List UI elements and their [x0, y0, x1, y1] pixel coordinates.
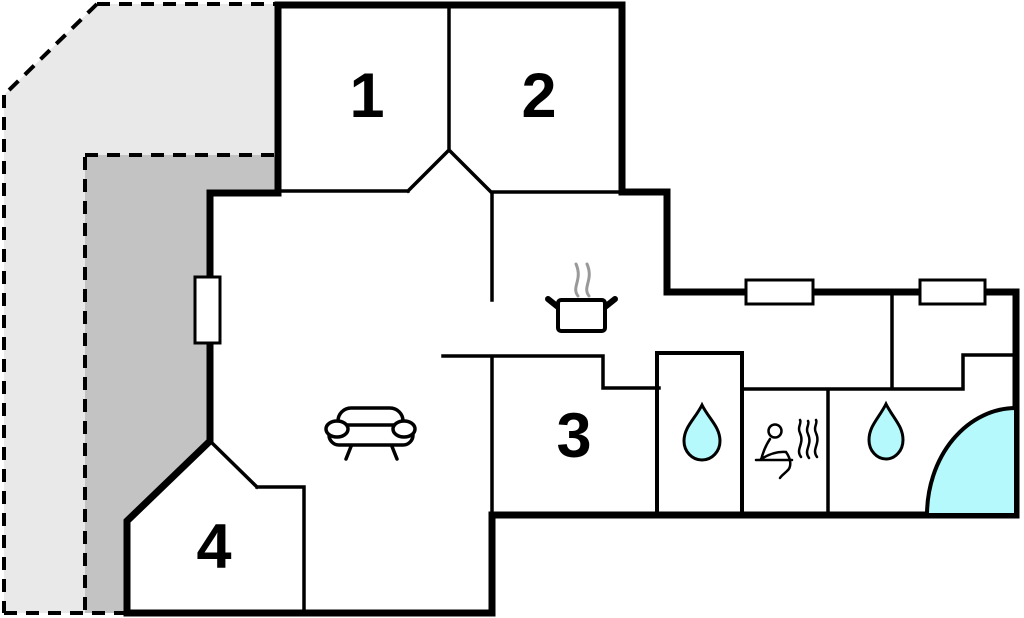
- sauna-bathroom-walls: [740, 290, 1018, 517]
- window-icon: [744, 278, 815, 306]
- sauna-icon: [754, 418, 819, 480]
- shower-cabin-walls: [655, 351, 744, 517]
- corner-bathtub-icon: [924, 405, 1018, 517]
- room4-walls: [207, 438, 306, 615]
- terrace-upper: [4, 4, 278, 613]
- steam-icon: [574, 262, 591, 298]
- room-1-label: 1: [349, 61, 384, 131]
- bedroom-walls: [276, 3, 624, 302]
- terrace-dashed-border: [2, 2, 278, 615]
- room-3-label: 3: [556, 401, 591, 471]
- terrace-lower: [85, 155, 278, 613]
- terrace-areas: [2, 2, 278, 615]
- sofa-icon: [324, 406, 417, 461]
- room-4-label: 4: [196, 512, 231, 582]
- interior-walls: [207, 3, 1018, 615]
- shower-drop-icon: [682, 401, 722, 462]
- windows: [193, 275, 987, 345]
- room-labels: 1 2 3 4: [196, 61, 591, 582]
- window-icon: [193, 275, 222, 345]
- cooking-pot-icon: [545, 262, 618, 333]
- room-2-label: 2: [521, 61, 556, 131]
- bath-drop-icon: [867, 400, 905, 461]
- window-icon: [918, 278, 987, 306]
- room3-walls: [441, 354, 661, 517]
